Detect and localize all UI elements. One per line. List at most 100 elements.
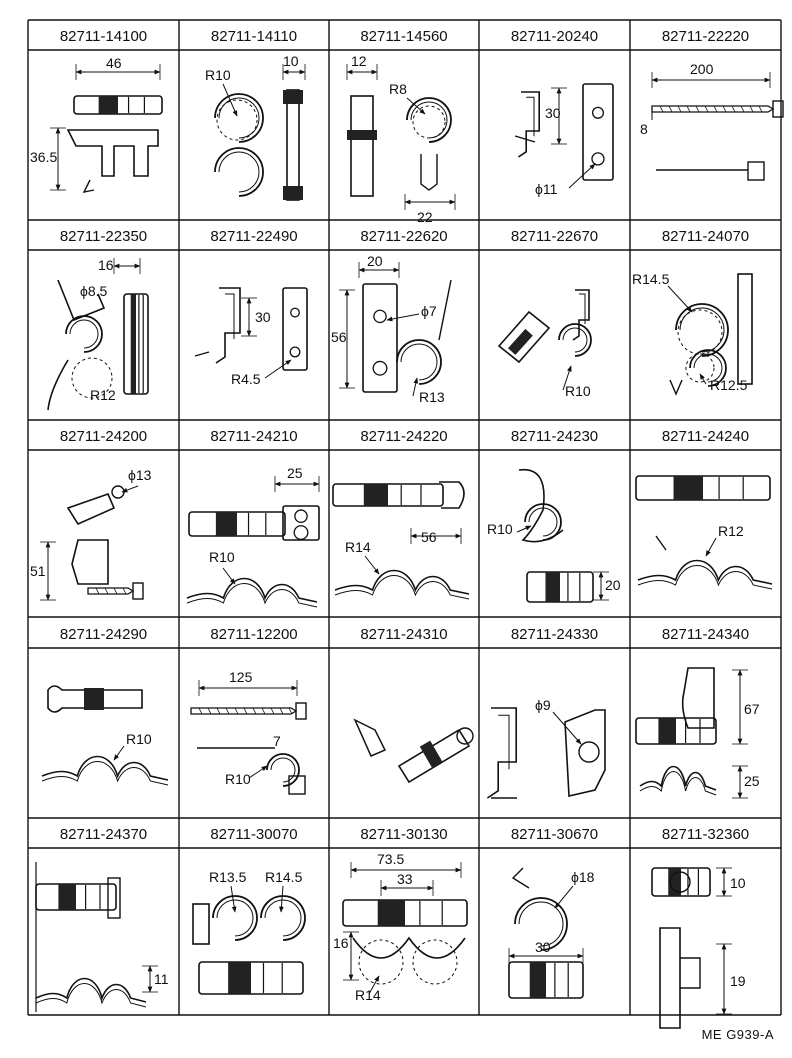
clip-body xyxy=(66,492,116,526)
mount-tab xyxy=(439,481,465,509)
dimension-label: R10 xyxy=(209,549,235,565)
tie-tooth xyxy=(243,707,248,715)
part-number: 82711-24290 xyxy=(60,626,147,643)
clip-sleeve xyxy=(397,728,471,784)
tie-tooth xyxy=(252,707,257,715)
clamp-loop-inner xyxy=(264,899,302,937)
tie-tooth xyxy=(677,105,682,113)
bracket-foot xyxy=(194,351,210,357)
mount-hole xyxy=(289,346,301,358)
leader-line xyxy=(568,163,596,189)
radius-circle xyxy=(677,309,723,355)
clip-band xyxy=(228,962,251,994)
mount-hole xyxy=(591,106,605,119)
dimension-label: R10 xyxy=(126,731,152,747)
part-number: 82711-24240 xyxy=(662,428,749,445)
dimension-label: R14.5 xyxy=(265,869,303,885)
dimension-label: 30 xyxy=(535,939,551,955)
clip-tab xyxy=(511,867,530,889)
tie-tooth xyxy=(749,105,754,113)
clamp-loop xyxy=(524,503,562,541)
leader-line xyxy=(264,359,292,379)
dimension-label: ϕ18 xyxy=(571,869,595,885)
clip-strip xyxy=(186,577,318,603)
clamp-loop xyxy=(212,895,258,941)
tie-tooth xyxy=(207,707,212,715)
clip-band xyxy=(545,572,560,602)
clip-band xyxy=(529,962,546,998)
leader-line xyxy=(113,745,125,761)
clip-band xyxy=(658,718,676,744)
clamp-loop-inner xyxy=(216,899,254,937)
dimension-label: 10 xyxy=(283,53,299,69)
dimension-label: 51 xyxy=(30,563,46,579)
clip-strip-edge xyxy=(41,761,169,786)
clip-strip xyxy=(637,559,773,585)
part-number: 82711-22670 xyxy=(511,228,598,245)
part-number: 82711-22620 xyxy=(360,228,447,245)
dimension-label: 10 xyxy=(730,875,746,891)
dimension-label: R10 xyxy=(205,67,231,83)
dimension-label: 11 xyxy=(154,971,169,987)
clamp-loop xyxy=(214,147,264,197)
dimension-label: ϕ8.5 xyxy=(80,283,108,299)
part-drawing: R10 xyxy=(41,685,169,786)
part-cell: 82711-24370 11 xyxy=(35,826,169,1012)
tie-head xyxy=(288,775,306,795)
part-drawing xyxy=(353,718,474,784)
tie-band xyxy=(87,587,135,595)
clip-band xyxy=(363,484,388,506)
dimension-label: 25 xyxy=(287,465,303,481)
leader-line xyxy=(364,555,380,575)
leader-line xyxy=(705,537,717,557)
bracket-profile-inner xyxy=(225,293,235,339)
tie-tooth xyxy=(740,105,745,113)
part-number: 82711-30070 xyxy=(210,826,297,843)
bracket-profile xyxy=(71,539,109,585)
part-number: 82711-14560 xyxy=(360,28,447,45)
bracket-profile-inner xyxy=(579,293,586,324)
clip-frame xyxy=(659,927,681,1029)
clip-strip xyxy=(41,755,169,781)
clamp-loop-inner xyxy=(562,327,588,353)
part-number: 82711-24370 xyxy=(60,826,147,843)
clip-band xyxy=(673,476,703,500)
dimension-label: 20 xyxy=(367,253,383,269)
dimension-label: 12 xyxy=(351,53,367,69)
dimension-label: 16 xyxy=(333,935,349,951)
bracket-profile xyxy=(517,91,540,158)
clip-tab xyxy=(564,709,606,797)
dimension-label: ϕ11 xyxy=(535,181,558,197)
mount-hole xyxy=(669,871,691,893)
push-pin xyxy=(420,154,438,191)
clip-strip xyxy=(639,765,717,791)
dimension-label: R12 xyxy=(718,523,744,539)
leader-line xyxy=(562,365,572,391)
part-number: 82711-32360 xyxy=(662,826,749,843)
clip-arm xyxy=(438,279,452,341)
clamp-loop-inner xyxy=(218,151,260,193)
part-number: 82711-24200 xyxy=(60,428,147,445)
part-drawing: ϕ18 30 xyxy=(508,867,595,999)
clip-sleeve xyxy=(497,310,551,364)
part-number: 82711-24230 xyxy=(511,428,598,445)
bracket-profile xyxy=(215,287,241,364)
leader-line xyxy=(222,567,236,585)
dimension-label: R8 xyxy=(389,81,407,97)
clamp-loop xyxy=(65,315,103,353)
tie-tooth xyxy=(261,707,266,715)
tie-tooth xyxy=(686,105,691,113)
